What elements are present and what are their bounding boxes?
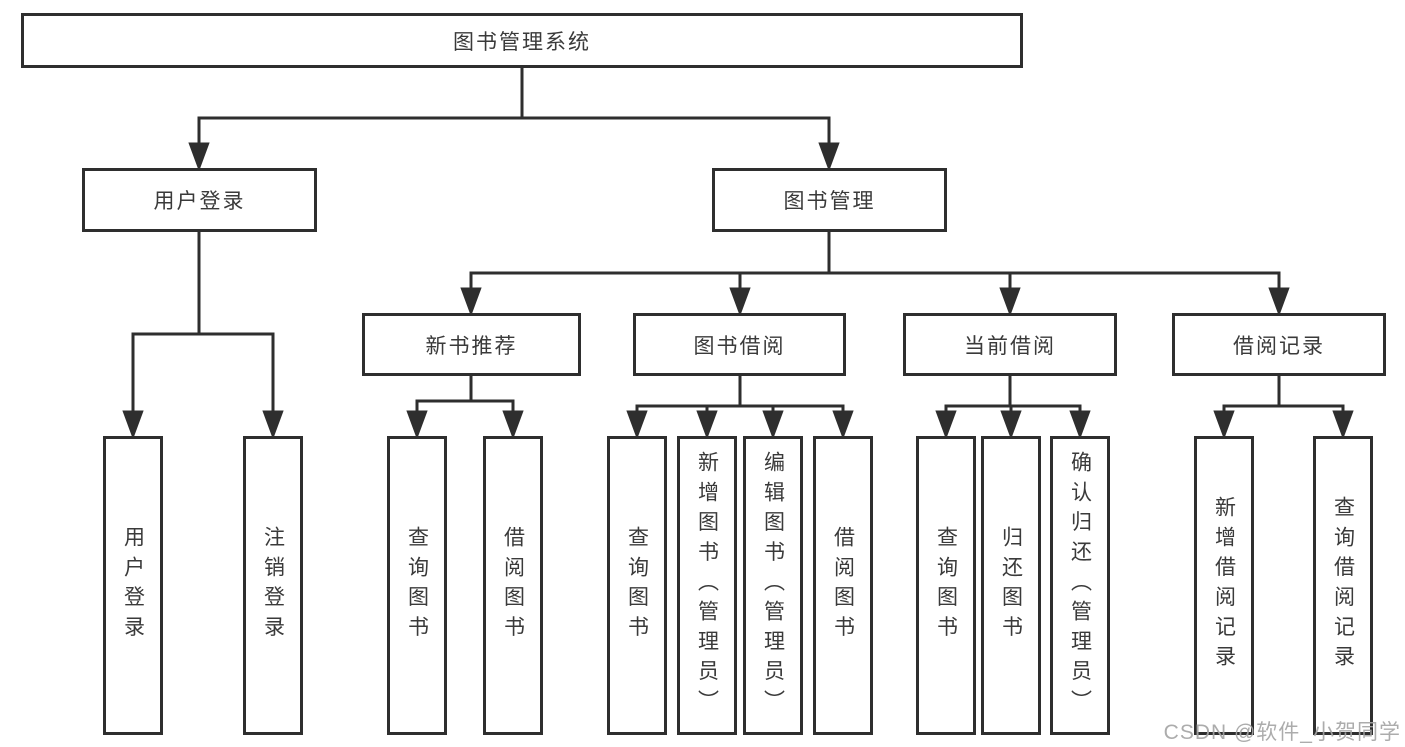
node-leaf-query-borrow-record: 查询借阅记录 (1313, 436, 1373, 735)
node-leaf-edit-book-admin: 编辑图书（管理员） (743, 436, 803, 735)
connector-userlogin-to-leaves (122, 230, 284, 440)
node-new-book-recommend: 新书推荐 (362, 313, 581, 376)
node-leaf-add-borrow-record-label: 新增借阅记录 (1212, 496, 1236, 675)
node-leaf-query-books-recommend-label: 查询图书 (405, 525, 429, 646)
connector-root-to-level2 (188, 66, 840, 172)
node-leaf-logout-label: 注销登录 (261, 525, 285, 646)
node-book-management-label: 图书管理 (783, 190, 876, 213)
node-leaf-query-books-borrow: 查询图书 (607, 436, 667, 735)
node-leaf-borrow-books-recommend: 借阅图书 (483, 436, 543, 735)
node-leaf-borrow-books-label: 借阅图书 (831, 525, 855, 646)
node-leaf-add-borrow-record: 新增借阅记录 (1194, 436, 1254, 735)
node-current-borrow: 当前借阅 (903, 313, 1117, 376)
connector-borrow-to-leaves (626, 374, 854, 440)
node-borrow-records-label: 借阅记录 (1233, 334, 1325, 358)
node-leaf-user-login-label: 用户登录 (121, 525, 145, 646)
node-leaf-return-book: 归还图书 (981, 436, 1041, 735)
node-book-borrow: 图书借阅 (633, 313, 846, 376)
node-leaf-logout: 注销登录 (243, 436, 303, 735)
watermark-text: CSDN @软件_小贺同学 (1163, 721, 1401, 744)
node-leaf-borrow-books: 借阅图书 (813, 436, 873, 735)
node-book-management: 图书管理 (712, 168, 947, 232)
node-user-login-label: 用户登录 (153, 190, 246, 213)
node-leaf-return-book-label: 归还图书 (999, 525, 1023, 646)
connector-records-to-leaves (1213, 374, 1354, 440)
node-leaf-add-book-admin: 新增图书（管理员） (677, 436, 737, 735)
node-leaf-user-login: 用户登录 (103, 436, 163, 735)
connector-recommend-to-leaves (406, 374, 524, 440)
node-leaf-query-books-borrow-label: 查询图书 (625, 525, 649, 646)
node-borrow-records: 借阅记录 (1172, 313, 1386, 376)
node-root: 图书管理系统 (21, 13, 1023, 68)
node-leaf-edit-book-admin-label: 编辑图书（管理员） (761, 451, 785, 720)
node-leaf-borrow-books-recommend-label: 借阅图书 (501, 525, 525, 646)
node-new-book-recommend-label: 新书推荐 (425, 334, 518, 358)
node-leaf-confirm-return-admin-label: 确认归还（管理员） (1068, 451, 1092, 720)
node-book-borrow-label: 图书借阅 (693, 334, 786, 358)
node-leaf-confirm-return-admin: 确认归还（管理员） (1050, 436, 1110, 735)
node-leaf-query-books-current-label: 查询图书 (934, 525, 958, 646)
node-leaf-query-books-recommend: 查询图书 (387, 436, 447, 735)
connector-bookmgmt-to-level3 (460, 230, 1290, 317)
node-leaf-query-borrow-record-label: 查询借阅记录 (1331, 496, 1355, 675)
node-current-borrow-label: 当前借阅 (964, 334, 1056, 358)
node-leaf-query-books-current: 查询图书 (916, 436, 976, 735)
node-user-login: 用户登录 (82, 168, 317, 232)
connector-current-to-leaves (935, 374, 1091, 440)
node-root-label: 图书管理系统 (453, 30, 591, 54)
node-leaf-add-book-admin-label: 新增图书（管理员） (695, 451, 719, 720)
